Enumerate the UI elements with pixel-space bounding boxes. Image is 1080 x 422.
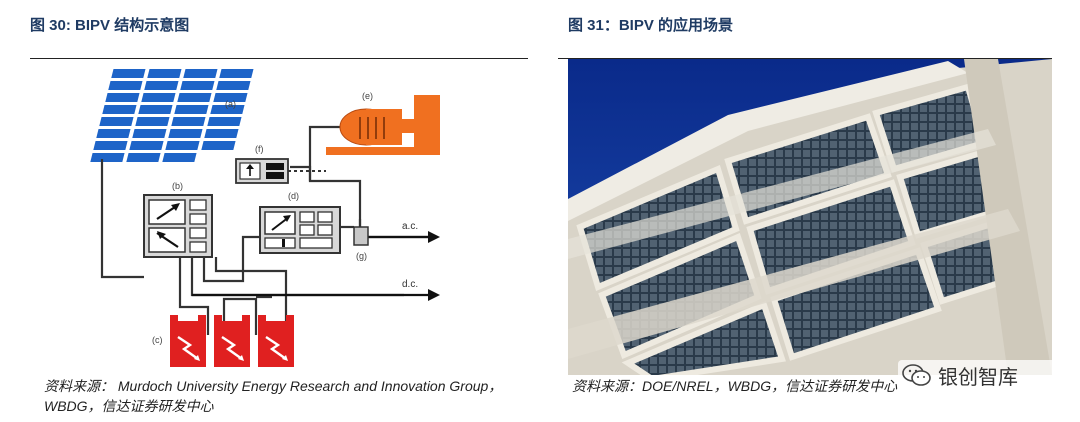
label-d: (d) — [288, 191, 299, 201]
label-e: (e) — [362, 91, 373, 101]
wechat-icon — [902, 364, 931, 386]
meter-box — [259, 206, 341, 254]
battery-bank — [170, 315, 294, 367]
figure-30-title: 图 30: BIPV 结构示意图 — [30, 17, 190, 34]
junction-box — [353, 226, 369, 246]
switch-box — [235, 158, 289, 184]
label-a: (a) — [225, 99, 236, 109]
dc-arrow-icon — [428, 289, 440, 301]
watermark-text: 银创智库 — [938, 366, 1018, 389]
figure-31-title: 图 31：BIPV 的应用场景 — [568, 17, 734, 34]
bipv-application-photo — [568, 59, 1052, 375]
generator — [326, 95, 440, 155]
controller-box — [143, 194, 213, 258]
figure-30-source: 资料来源： Murdoch University Energy Research… — [44, 378, 503, 414]
watermark: 银创智库 — [898, 360, 1076, 390]
ac-arrow-icon — [428, 231, 440, 243]
label-g: (g) — [356, 251, 367, 261]
bipv-structure-diagram: (a) a.c. d.c. — [30, 59, 528, 369]
label-dc: d.c. — [402, 279, 418, 290]
label-c: (c) — [152, 335, 163, 345]
label-ac: a.c. — [402, 221, 418, 232]
figure-30-rule — [30, 58, 528, 59]
label-b: (b) — [172, 181, 183, 191]
label-f: (f) — [255, 144, 264, 154]
solar-array — [89, 67, 272, 162]
figure-31-source: 资料来源：DOE/NREL，WBDG，信达证券研发中心 — [572, 378, 898, 394]
wiring — [100, 125, 428, 335]
figure-31-rule — [558, 58, 1052, 59]
